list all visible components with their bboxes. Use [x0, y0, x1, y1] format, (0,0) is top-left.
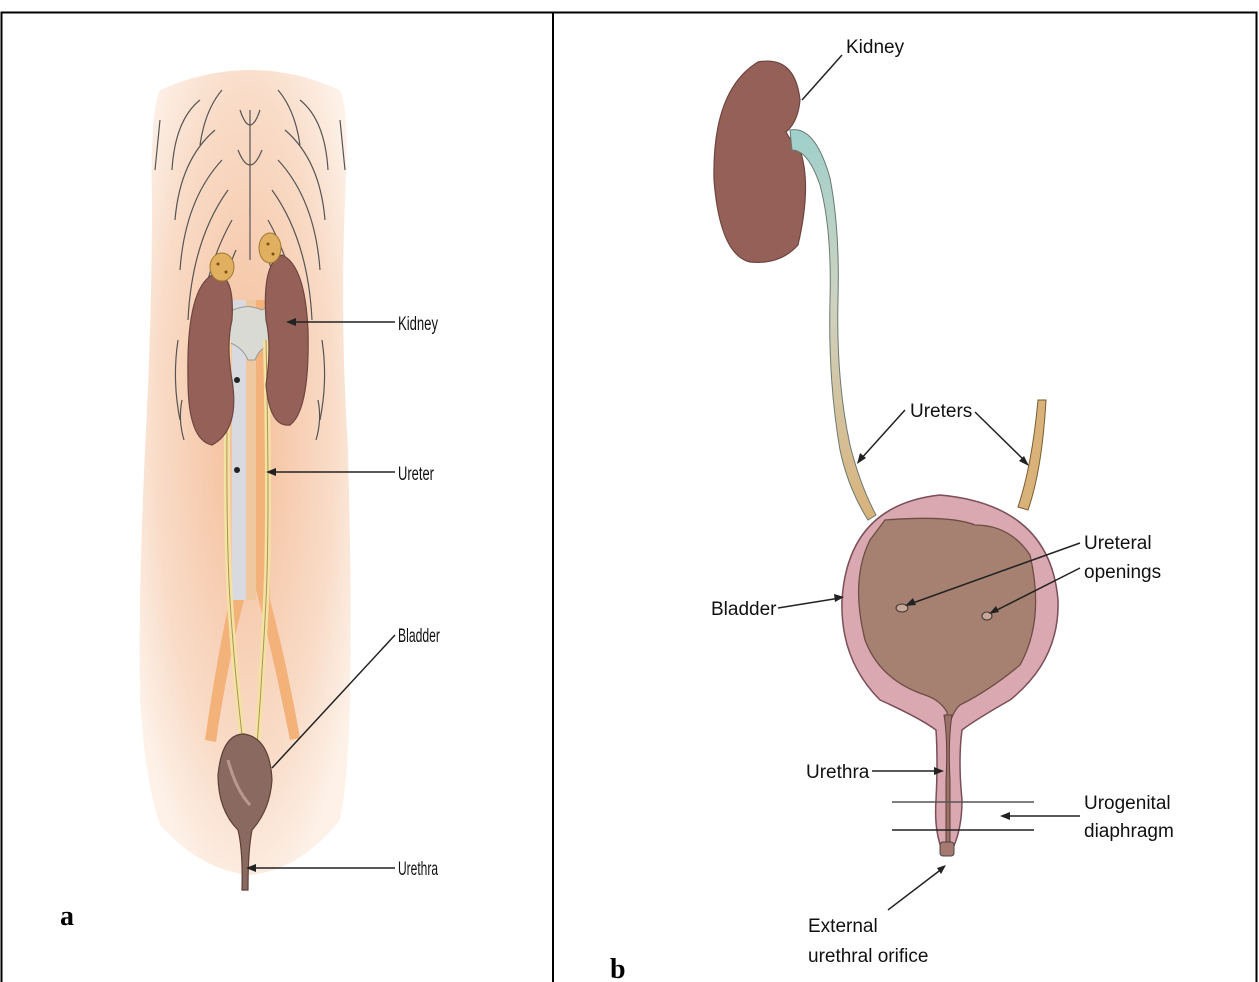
panel-letter-a: a	[60, 901, 74, 932]
left-adrenal-gland	[210, 253, 234, 281]
external-orifice-b	[940, 842, 954, 856]
label-external-line1: External	[808, 916, 878, 937]
label-ureter-a: Ureter	[398, 464, 434, 485]
label-urethra-b: Urethra	[806, 762, 870, 783]
label-ureteral-openings-line2: openings	[1084, 562, 1161, 583]
right-ureter-b	[1018, 400, 1046, 510]
right-adrenal-gland	[259, 233, 281, 263]
panel-b: Kidney Ureters Ureteral openings Bladder…	[610, 37, 1174, 982]
label-urogenital-line1: Urogenital	[1084, 793, 1171, 814]
left-kidney-a	[188, 275, 234, 445]
label-kidney-b: Kidney	[846, 37, 905, 58]
label-urethra-a: Urethra	[398, 859, 438, 880]
label-ureters-b: Ureters	[910, 401, 972, 422]
label-bladder-b: Bladder	[711, 599, 777, 620]
panel-a: Kidney Ureter Bladder Urethra a	[60, 70, 440, 932]
label-kidney-a: Kidney	[398, 314, 438, 335]
label-external-line2: urethral orifice	[808, 946, 928, 967]
panel-letter-b: b	[610, 954, 626, 982]
label-urogenital-line2: diaphragm	[1084, 821, 1174, 842]
label-ureteral-openings-line1: Ureteral	[1084, 533, 1152, 554]
kidney-b	[714, 61, 806, 262]
label-bladder-a: Bladder	[398, 626, 440, 647]
